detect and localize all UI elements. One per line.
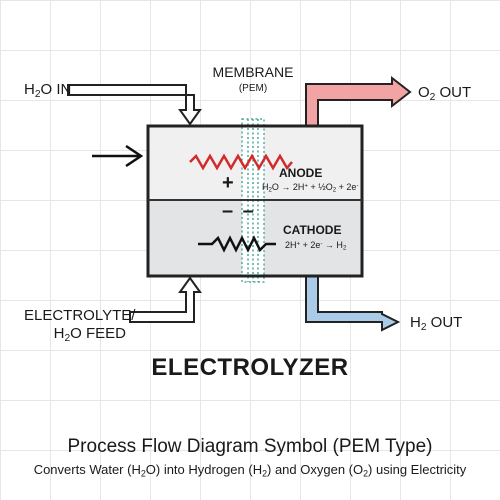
cathode-label: CATHODE	[283, 223, 342, 237]
hydrogen-out-label: H2 OUT	[410, 314, 463, 333]
electrolyte-feed-pipe	[129, 276, 202, 323]
cathode-reaction: 2H+ + 2e- → H2	[285, 240, 347, 252]
hydrogen-out-pipe	[305, 275, 401, 332]
caption-subtitle: Converts Water (H2O) into Hydrogen (H2) …	[33, 462, 467, 479]
electrolyte-feed-label: ELECTROLYTE/ H2O FEED	[24, 307, 136, 344]
cathode-coil	[198, 235, 276, 253]
water-in-label: H2O IN	[24, 81, 72, 100]
anode-reaction: H2O → 2H+ + ½O2 + 2e-	[262, 182, 359, 194]
symbol-title: ELECTROLYZER	[151, 354, 349, 381]
cathode-polarity: – –	[222, 200, 256, 222]
membrane-label: MEMBRANE	[212, 64, 294, 80]
water-in-pipe	[67, 84, 202, 126]
anode-polarity: +	[222, 172, 234, 194]
anode-label: ANODE	[279, 166, 323, 180]
oxygen-out-pipe	[305, 75, 412, 127]
caption-title: Process Flow Diagram Symbol (PEM Type)	[67, 436, 433, 457]
oxygen-out-label: O2 OUT	[418, 84, 472, 103]
power-input-arrow	[92, 144, 144, 168]
anode-coil	[189, 153, 293, 171]
membrane-sublabel: (PEM)	[238, 83, 268, 94]
